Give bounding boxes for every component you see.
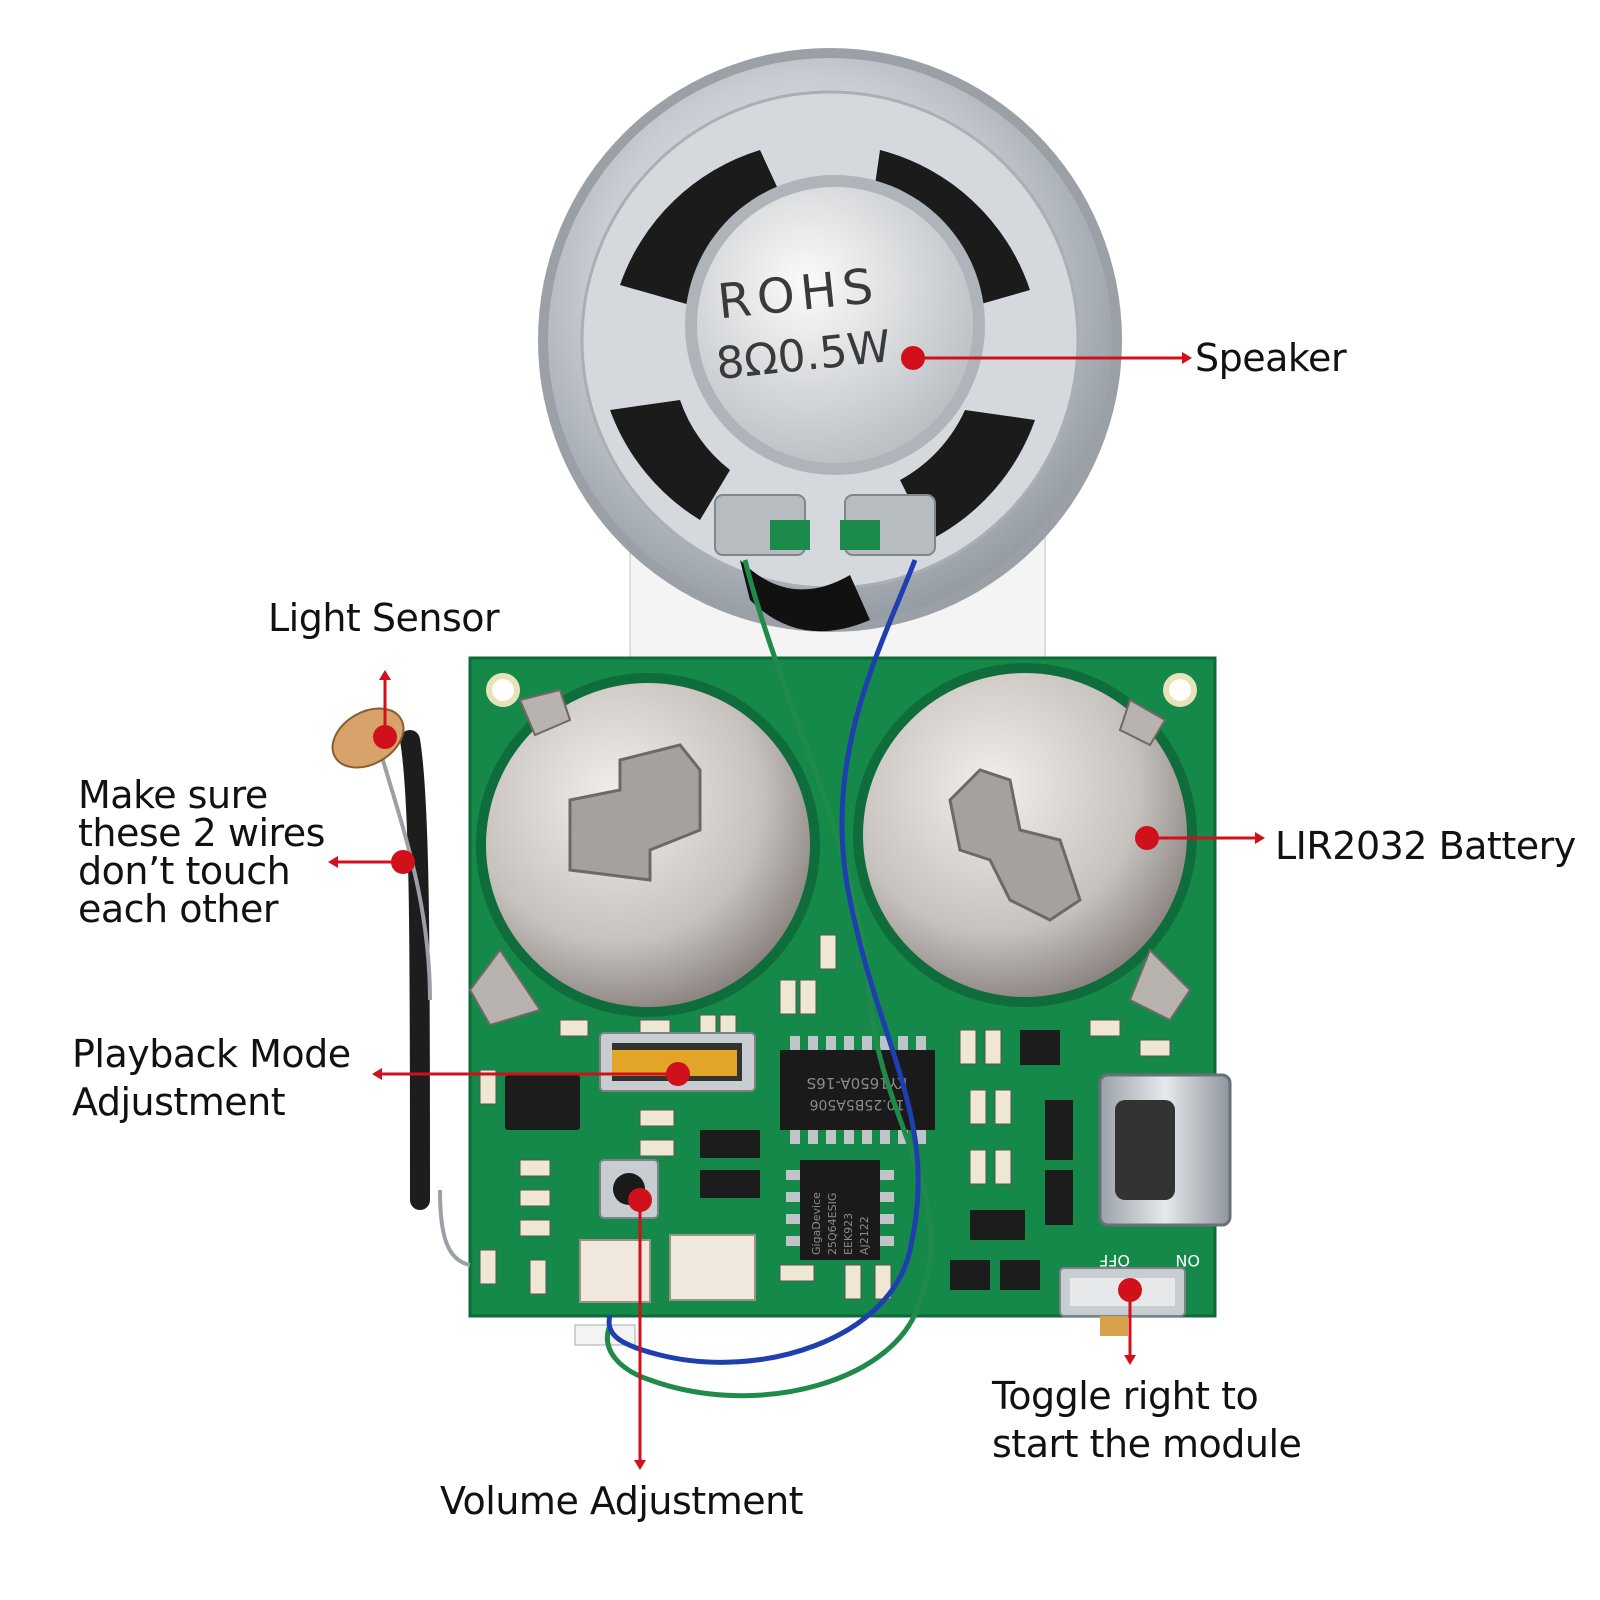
volume-label: Volume Adjustment xyxy=(440,1479,804,1523)
light-sensor xyxy=(331,707,471,1267)
speaker: ROHS 8Ω0.5W xyxy=(538,48,1122,632)
switch-off-label: OFF xyxy=(1099,1251,1130,1270)
light-sensor-label: Light Sensor xyxy=(268,596,500,640)
playback-mode-label: Playback Mode Adjustment xyxy=(72,1032,351,1124)
main-chip-part: KY1650A-16S xyxy=(807,1074,908,1092)
speaker-connector xyxy=(579,1239,651,1303)
smd-components xyxy=(479,934,1171,1300)
battery-left xyxy=(468,673,820,1027)
wires-warning-label: Make sure these 2 wires don’t touch each… xyxy=(78,773,325,931)
aux-connector xyxy=(669,1234,756,1301)
main-chip: KY1650A-16S 10.25B5A506 xyxy=(780,1036,935,1144)
flash-chip-lot: AJ2122 xyxy=(858,1216,871,1255)
main-chip-code: 10.25B5A506 xyxy=(809,1096,904,1112)
battery-right xyxy=(853,663,1197,1022)
flash-chip-part: 25Q64ESIG xyxy=(826,1193,839,1255)
speaker-slot xyxy=(620,150,790,305)
flash-chip-brand: GigaDevice xyxy=(810,1192,823,1255)
volume-button[interactable] xyxy=(599,1159,659,1219)
switch-on-label: ON xyxy=(1175,1251,1200,1270)
usb-c-port[interactable] xyxy=(1098,1073,1232,1227)
flash-chip: GigaDevice 25Q64ESIG EEK923 AJ2122 xyxy=(786,1160,894,1260)
pcb-board: KY1650A-16S 10.25B5A506 GigaDevice 25Q64… xyxy=(468,656,1232,1346)
speaker-label: Speaker xyxy=(1195,336,1347,380)
flash-chip-code: EEK923 xyxy=(842,1213,855,1255)
power-toggle-label: Toggle right to start the module xyxy=(992,1374,1302,1466)
small-ics xyxy=(505,1030,1073,1290)
green-wire xyxy=(604,559,934,1399)
speaker-slot xyxy=(610,400,730,520)
battery-label: LIR2032 Battery xyxy=(1275,824,1576,868)
blue-wire xyxy=(606,559,921,1365)
annotation-arrows xyxy=(328,346,1265,1470)
